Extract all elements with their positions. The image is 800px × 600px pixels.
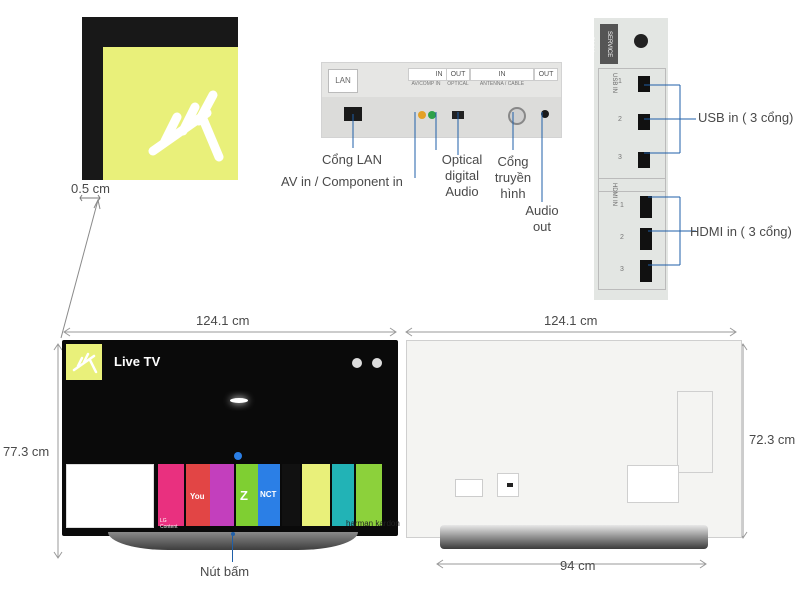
front-stand (108, 532, 358, 550)
launcher-tile[interactable] (356, 464, 382, 526)
port-header-out-1: OUT (446, 68, 470, 81)
launcher-tile[interactable] (282, 464, 300, 526)
launcher-tile[interactable] (258, 464, 280, 526)
brand-label: harman kardon (346, 519, 400, 528)
stand-width-label: 94 cm (560, 558, 596, 573)
audio-out-callout: Audio out (525, 203, 559, 234)
usb-port-group: USB IN (598, 68, 666, 192)
antenna-icon (72, 352, 98, 374)
av-audio-port-icon (418, 111, 426, 119)
search-icon (352, 358, 362, 368)
hdmi-number-1: 1 (620, 202, 624, 209)
tile-nct-label: NCT (260, 490, 277, 499)
launcher-tile[interactable] (210, 464, 234, 526)
hdmi-number-2: 2 (620, 234, 624, 241)
usb-port-2-icon (638, 114, 650, 130)
optical-sub-label: OPTICAL (447, 81, 469, 87)
av-callout: AV in / Component in (281, 174, 403, 189)
hdmi-port-1-icon (640, 196, 652, 218)
lan-sticker: LAN (328, 69, 358, 93)
usb-number-2: 2 (618, 116, 622, 123)
component-port-icon (428, 111, 436, 119)
launcher-tile[interactable] (158, 464, 184, 526)
back-label-sticker (455, 479, 483, 497)
side-port-brackets (644, 84, 696, 266)
power-button-marker[interactable] (231, 532, 235, 536)
launcher-tile[interactable] (302, 464, 330, 526)
back-port-cover (627, 465, 679, 503)
optical-callout: Optical digital Audio (441, 152, 483, 199)
front-height-label: 77.3 cm (3, 444, 50, 459)
launcher-tile[interactable] (332, 464, 354, 526)
live-tv-antenna-icon (148, 90, 224, 162)
screen-title: Live TV (114, 354, 161, 369)
av-comp-sub-label: AV/COMP IN (411, 81, 441, 87)
side-port-panel: SERVICE ONLY USB IN 1 2 3 HDMI IN 1 2 3 (588, 18, 668, 300)
zoom-leader-lines (60, 194, 101, 339)
port-callout-lines (352, 112, 543, 202)
front-dimension-lines (53, 327, 397, 559)
tile-youtube-label: You (190, 492, 205, 501)
back-stand (440, 525, 708, 549)
usb-callout: USB in ( 3 cổng) (698, 110, 794, 125)
tile-z-label: Z (240, 488, 248, 503)
hdmi-group-label: HDMI IN (611, 183, 617, 206)
launcher-tile[interactable] (236, 464, 258, 526)
usb-group-label: USB IN (611, 73, 617, 94)
back-logo-mark (507, 483, 513, 487)
screen-glow (230, 398, 248, 403)
front-width-label: 124.1 cm (196, 313, 250, 328)
service-only-label: SERVICE ONLY (588, 24, 618, 64)
usb-number-3: 3 (618, 154, 622, 161)
back-tv-panel (406, 340, 742, 538)
port-header-out-2: OUT (534, 68, 558, 81)
back-side-port-cover (677, 391, 713, 473)
antenna-sub-label: ANTENNA / CABLE (479, 81, 525, 87)
button-callout: Nút bấm (200, 564, 250, 579)
bezel-zoom-detail (82, 17, 238, 180)
antenna-callout: Cổng truyền hình (494, 154, 532, 201)
rear-port-panel: LAN IN OUT IN OUT AV/COMP IN OPTICAL ANT… (321, 62, 562, 138)
tile-lg-content-label: LG Content (160, 518, 178, 530)
back-dimension-lines (405, 327, 748, 569)
zoom-screen-area (103, 47, 238, 180)
pointer-dot (234, 452, 242, 460)
launcher-tile[interactable] (66, 464, 154, 528)
live-tv-tile (66, 344, 102, 380)
hdmi-port-2-icon (640, 228, 652, 250)
back-height-label: 72.3 cm (749, 432, 796, 447)
audio-out-port-icon (541, 110, 549, 118)
hdmi-number-3: 3 (620, 266, 624, 273)
settings-icon (372, 358, 382, 368)
back-width-label: 124.1 cm (544, 313, 598, 328)
lan-callout: Cổng LAN (322, 152, 382, 167)
service-port-icon (634, 34, 648, 48)
hdmi-callout: HDMI in ( 3 cổng) (690, 224, 792, 239)
usb-port-3-icon (638, 152, 650, 168)
port-header-in-2: IN (470, 68, 534, 81)
usb-port-1-icon (638, 76, 650, 92)
launcher-tile[interactable] (186, 464, 210, 526)
hdmi-port-group: HDMI IN (598, 178, 666, 290)
usb-number-1: 1 (618, 78, 622, 85)
bezel-measure: 0.5 cm (71, 181, 111, 196)
button-callout-line (232, 536, 233, 562)
